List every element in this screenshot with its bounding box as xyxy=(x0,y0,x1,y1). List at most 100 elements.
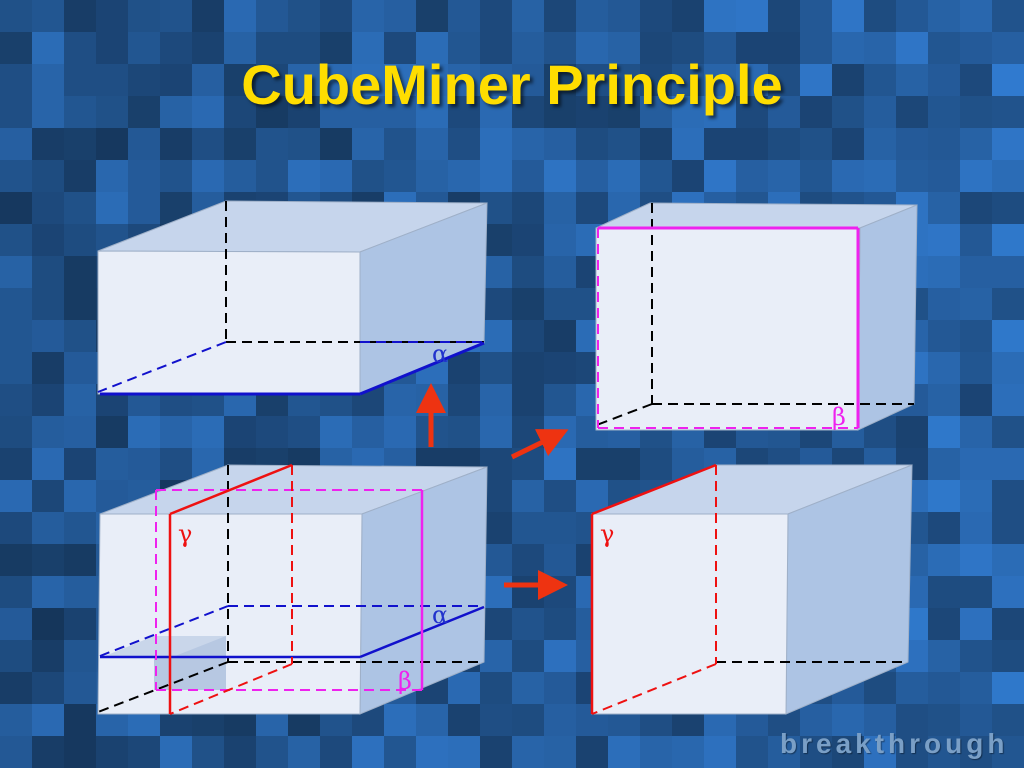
background-tile xyxy=(928,64,960,96)
background-tile xyxy=(0,288,32,320)
background-tile xyxy=(352,32,384,64)
background-tile xyxy=(64,128,96,160)
background-tile xyxy=(0,512,32,544)
background-tile xyxy=(32,192,64,224)
alpha-label: α xyxy=(432,601,448,629)
background-tile xyxy=(480,160,512,192)
background-tile xyxy=(736,736,768,768)
background-tile xyxy=(992,704,1024,736)
background-tile xyxy=(640,96,672,128)
background-tile xyxy=(768,736,800,768)
background-tile xyxy=(960,384,992,416)
background-tile xyxy=(384,96,416,128)
background-tile xyxy=(960,672,992,704)
background-tile xyxy=(544,256,576,288)
background-tile xyxy=(160,128,192,160)
background-tile xyxy=(480,128,512,160)
cube-front-face xyxy=(591,513,789,715)
background-tile xyxy=(992,576,1024,608)
background-tile xyxy=(224,96,256,128)
background-tile xyxy=(96,128,128,160)
background-tile xyxy=(288,128,320,160)
background-tile xyxy=(928,544,960,576)
background-tile xyxy=(416,160,448,192)
background-tile xyxy=(0,416,32,448)
cube-front-face xyxy=(595,227,861,431)
background-tile xyxy=(256,160,288,192)
background-tile xyxy=(96,736,128,768)
background-tile xyxy=(448,416,480,448)
background-tile xyxy=(384,0,416,32)
background-tile xyxy=(352,64,384,96)
background-tile xyxy=(960,576,992,608)
background-tile xyxy=(320,160,352,192)
background-tile xyxy=(288,64,320,96)
background-tile xyxy=(896,416,928,448)
background-tile xyxy=(32,544,64,576)
background-tile xyxy=(64,96,96,128)
background-tile xyxy=(0,224,32,256)
background-tile xyxy=(672,64,704,96)
background-tile xyxy=(480,736,512,768)
background-tile xyxy=(480,704,512,736)
shaded-subcube-top xyxy=(100,636,226,658)
background-tile xyxy=(96,160,128,192)
background-tile xyxy=(704,160,736,192)
background-tile xyxy=(480,32,512,64)
gamma-plane-edge xyxy=(169,463,293,516)
background-tile xyxy=(320,736,352,768)
background-tile xyxy=(960,608,992,640)
background-tile xyxy=(512,192,544,224)
background-tile xyxy=(704,96,736,128)
background-tile xyxy=(640,128,672,160)
background-tile xyxy=(32,288,64,320)
background-tile xyxy=(64,0,96,32)
background-tile xyxy=(640,736,672,768)
background-tile xyxy=(512,704,544,736)
background-tile xyxy=(416,32,448,64)
background-tile xyxy=(928,640,960,672)
background-tile xyxy=(64,704,96,736)
background-tile xyxy=(192,160,224,192)
background-tile xyxy=(800,96,832,128)
background-tile xyxy=(672,128,704,160)
background-tile xyxy=(896,672,928,704)
background-tile xyxy=(704,128,736,160)
background-tile xyxy=(480,64,512,96)
background-tile xyxy=(288,32,320,64)
background-tile xyxy=(704,736,736,768)
background-tile xyxy=(672,32,704,64)
background-tile xyxy=(256,64,288,96)
background-tile xyxy=(128,64,160,96)
background-tile xyxy=(480,416,512,448)
background-tile xyxy=(512,320,544,352)
background-tile xyxy=(0,320,32,352)
background-tile xyxy=(736,160,768,192)
background-tile xyxy=(352,160,384,192)
background-tile xyxy=(416,128,448,160)
background-tile xyxy=(64,640,96,672)
background-tile xyxy=(352,416,384,448)
background-tile xyxy=(448,704,480,736)
background-tile xyxy=(480,384,512,416)
background-tile xyxy=(960,0,992,32)
background-tile xyxy=(448,736,480,768)
background-tile xyxy=(608,32,640,64)
background-tile xyxy=(672,160,704,192)
background-tile xyxy=(352,128,384,160)
background-tile xyxy=(928,320,960,352)
background-tile xyxy=(800,32,832,64)
background-tile xyxy=(64,224,96,256)
background-tile xyxy=(320,128,352,160)
background-tile xyxy=(64,32,96,64)
cube-alpha-split: α xyxy=(97,200,488,396)
background-tile xyxy=(960,32,992,64)
background-tile xyxy=(640,0,672,32)
background-tile xyxy=(864,32,896,64)
background-tile xyxy=(0,640,32,672)
background-tile xyxy=(672,736,704,768)
gamma-plane-hidden-edge xyxy=(591,663,717,715)
background-tile xyxy=(64,160,96,192)
background-tile xyxy=(960,128,992,160)
